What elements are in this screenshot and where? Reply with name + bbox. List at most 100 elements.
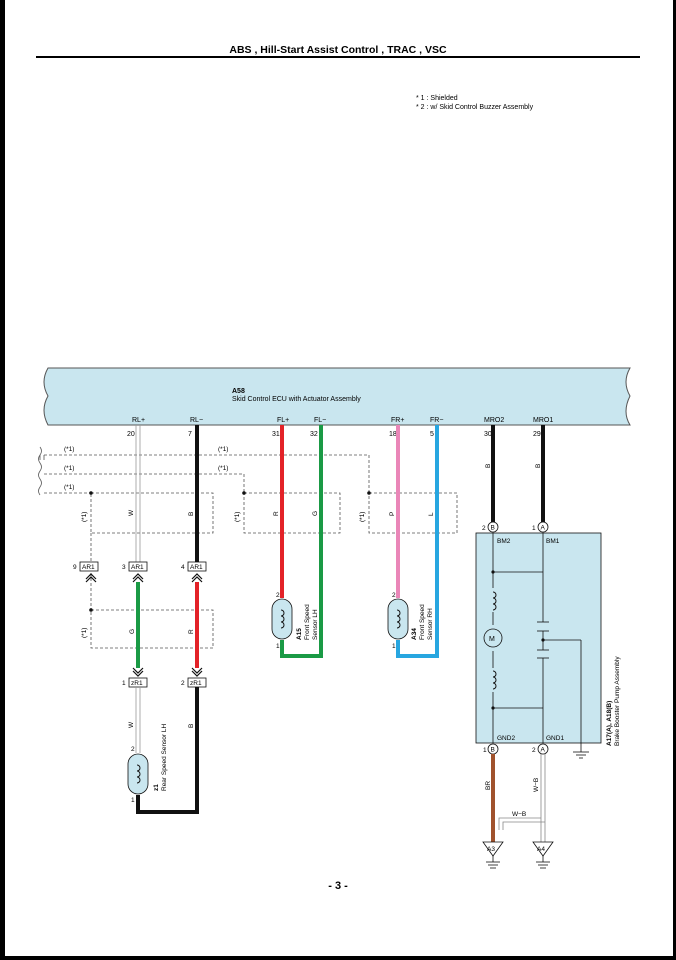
wire-color-wb-1: W−B: [533, 778, 540, 792]
fr-sensor-pin-top: 2: [392, 592, 396, 599]
wire-gnd1-white-black: [498, 754, 546, 842]
ar1-label-a: AR1: [82, 564, 95, 571]
page-edge-bottom: [0, 956, 676, 960]
ecu-body: [43, 367, 631, 426]
page-number: - 3 -: [328, 880, 348, 892]
title-rule: [36, 56, 640, 58]
ar1-pin-9: 9: [73, 564, 77, 571]
wire-color-b-1: B: [188, 512, 195, 516]
wire-color-g-rear: G: [129, 629, 136, 634]
pin-fl-minus: 32: [310, 431, 318, 438]
fr-sensor-name-2: Sensor RH: [427, 608, 434, 640]
fl-sensor-name-2: Sensor LH: [312, 609, 319, 640]
page-edge-left: [0, 0, 5, 960]
wire-color-b-2: B: [188, 724, 195, 728]
pump-code: A17(A), A18(B): [606, 701, 613, 746]
ground-point-a3: A3: [482, 841, 504, 869]
pump-pin-gnd2: 1: [483, 747, 487, 754]
rear-sensor-name: Rear Speed Sensor LH: [161, 723, 168, 791]
shield-label-fl: (*1): [234, 512, 241, 522]
zr1-label-a: zR1: [131, 680, 143, 687]
wire-color-b-mro1: B: [535, 464, 542, 468]
fr-sensor-code: A34: [411, 628, 418, 640]
terminal-rl-minus: RL−: [190, 417, 203, 424]
wire-color-w-1: W: [128, 509, 135, 516]
front-speed-sensor-rh: 2 1 A34 Front Speed Sensor RH: [387, 592, 434, 650]
wire-color-w-2: W: [128, 721, 135, 728]
ground-point-a4: A4: [532, 841, 554, 869]
ar1-pin-3: 3: [122, 564, 126, 571]
wire-color-b-mro2: B: [485, 464, 492, 468]
wire-color-wb-2: W−B: [512, 811, 526, 818]
ecu-code: A58: [232, 388, 245, 395]
shield-label-rear: (*1): [81, 628, 88, 638]
fl-sensor-pin-bottom: 1: [276, 643, 280, 650]
front-speed-sensor-lh: 2 1 A15 Front Speed Sensor LH: [271, 592, 319, 650]
terminal-rl-plus: RL+: [132, 417, 145, 424]
pump-gnd1-label: GND1: [546, 735, 564, 742]
pin-rl-plus: 20: [127, 431, 135, 438]
page-edge-right: [673, 0, 676, 960]
terminal-fr-minus: FR−: [430, 417, 443, 424]
shield-label-5: (*1): [218, 465, 228, 472]
fl-sensor-code: A15: [296, 628, 303, 640]
pump-conn-bm2: B: [491, 525, 495, 532]
wire-rear-black-lower: [136, 687, 199, 814]
fl-sensor-pin-top: 2: [276, 592, 280, 599]
brake-booster-pump-assembly: B M 2 BM1 GND2 GND1: [475, 532, 621, 752]
terminal-mro2: MRO2: [484, 417, 504, 424]
rear-sensor-code: z1: [153, 784, 160, 791]
rear-sensor-pin-bottom: 1: [131, 797, 135, 804]
fr-sensor-name-1: Front Speed: [419, 604, 426, 640]
wire-color-p: P: [389, 512, 396, 516]
ground-a3-label: A3: [487, 846, 495, 853]
pin-rl-minus: 7: [188, 431, 192, 438]
pump-pin-gnd1: 2: [532, 747, 536, 754]
pin-mro1: 29: [533, 431, 541, 438]
page-title: ABS , Hill-Start Assist Control , TRAC ,…: [229, 44, 447, 56]
pump-motor-label: M: [489, 636, 495, 643]
pin-fr-plus: 18: [389, 431, 397, 438]
pump-pin-bm2: 2: [482, 525, 486, 532]
wire-rl-plus-white: [135, 425, 141, 562]
wire-fl-minus-green: [280, 425, 323, 658]
shield-label-2: (*1): [64, 465, 74, 472]
footnote-shielded: * 1 : Shielded: [416, 95, 458, 102]
pump-conn-gnd2: B: [491, 747, 495, 754]
motor-icon: [483, 628, 503, 648]
wire-color-l: L: [428, 512, 435, 516]
ecu-name: Skid Control ECU with Actuator Assembly: [232, 396, 361, 403]
terminal-fl-minus: FL−: [314, 417, 326, 424]
wire-color-r-fl: R: [273, 511, 280, 516]
pump-connectors-top: B A 2 1: [482, 521, 549, 533]
zr1-pin-1: 1: [122, 680, 126, 687]
shield-label-3: (*1): [64, 484, 74, 491]
rear-speed-sensor-lh: 2 1 z1 Rear Speed Sensor LH: [127, 723, 168, 804]
pump-connectors-bottom: B A 1 2: [483, 743, 549, 755]
pin-fl-plus: 31: [272, 431, 280, 438]
pump-bm1-label: BM1: [546, 538, 560, 545]
ar1-label-c: AR1: [190, 564, 203, 571]
terminal-fl-plus: FL+: [277, 417, 289, 424]
wire-color-g-fl: G: [312, 511, 319, 516]
connector-ar1: AR1 AR1 AR1 9 3 4: [73, 561, 207, 583]
fl-sensor-name-1: Front Speed: [304, 604, 311, 640]
shield-label-1: (*1): [64, 446, 74, 453]
wire-color-r-rear: R: [188, 629, 195, 634]
terminal-mro1: MRO1: [533, 417, 553, 424]
footnote-buzzer: * 2 : w/ Skid Control Buzzer Assembly: [416, 104, 534, 111]
ground-a4-label: A4: [537, 846, 545, 853]
pump-pin-bm1: 1: [532, 525, 536, 532]
pump-gnd2-label: GND2: [497, 735, 515, 742]
pump-conn-gnd1: A: [541, 747, 546, 754]
ar1-label-b: AR1: [131, 564, 144, 571]
shield-label-4: (*1): [218, 446, 228, 453]
fr-sensor-pin-bottom: 1: [392, 643, 396, 650]
zr1-label-b: zR1: [190, 680, 202, 687]
ar1-pin-4: 4: [181, 564, 185, 571]
connector-zr1: zR1 zR1 1 2: [122, 677, 207, 688]
pump-conn-bm1: A: [541, 525, 546, 532]
chassis-ground-icon: [573, 751, 589, 759]
rear-sensor-pin-top: 2: [131, 746, 135, 753]
